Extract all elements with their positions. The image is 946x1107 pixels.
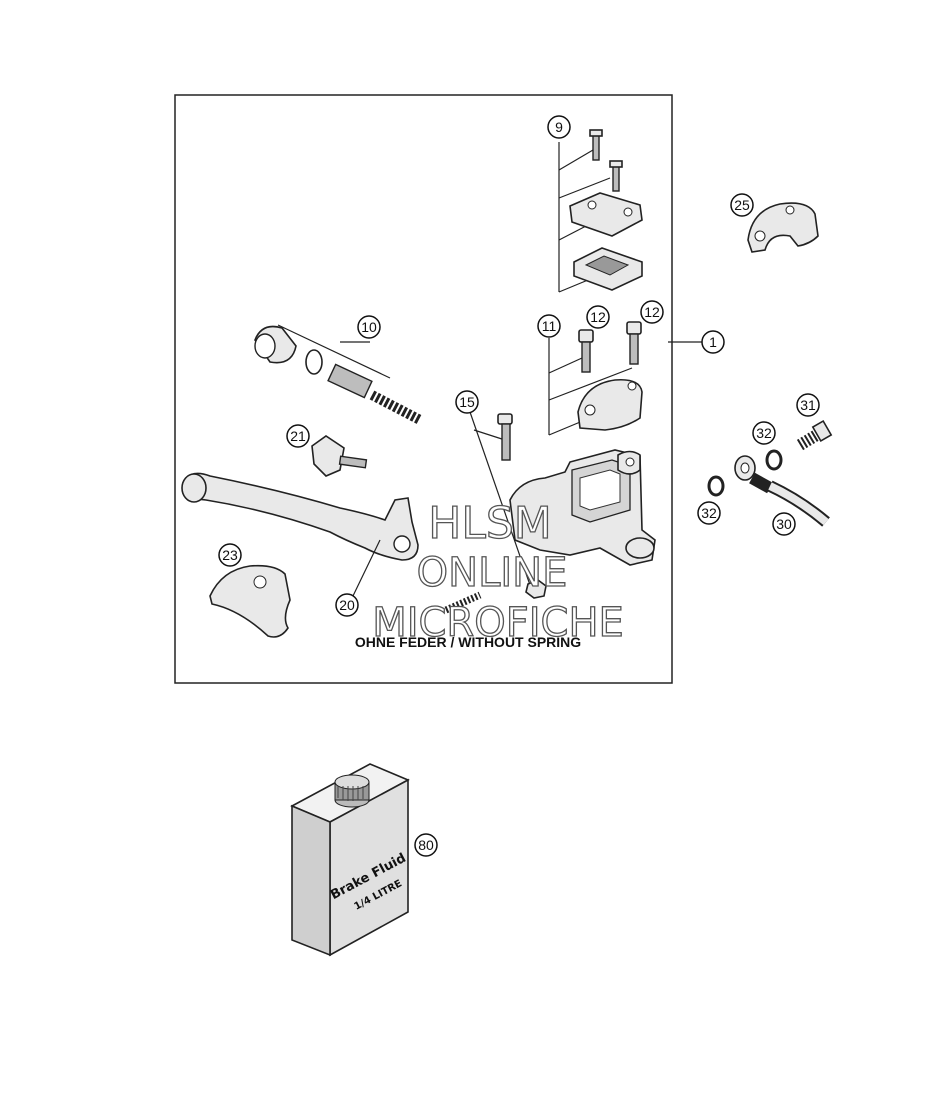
svg-text:15: 15: [459, 394, 475, 410]
spare-clamp-group: [747, 202, 819, 253]
watermark: HLSM ONLINE MICROFICHE: [372, 497, 625, 646]
master-cylinder-body: [509, 449, 656, 566]
lever-guard-group: [209, 564, 291, 638]
svg-text:32: 32: [701, 505, 717, 521]
callout-21: 21: [286, 424, 310, 448]
assembly-frame: [174, 94, 673, 684]
svg-text:HLSM: HLSM: [428, 498, 552, 549]
callout-32-lower: 32: [697, 501, 721, 525]
svg-text:11: 11: [542, 318, 557, 334]
svg-text:32: 32: [756, 425, 772, 441]
diagram-caption: OHNE FEDER / WITHOUT SPRING: [355, 634, 581, 650]
callout-25: 25: [730, 193, 754, 217]
svg-text:MICROFICHE: MICROFICHE: [372, 600, 624, 646]
callout-12-right: 12: [640, 300, 664, 324]
svg-text:10: 10: [361, 319, 377, 335]
svg-text:20: 20: [339, 597, 355, 613]
callout-9: 9: [547, 115, 571, 139]
svg-text:30: 30: [776, 516, 792, 532]
callout-32-upper: 32: [752, 421, 776, 445]
svg-text:31: 31: [800, 397, 816, 413]
callout-80: 80: [414, 833, 438, 857]
svg-text:23: 23: [222, 547, 238, 563]
pivot-bolt-group: [469, 411, 547, 599]
clamp-bolts-group: [548, 321, 643, 436]
svg-text:12: 12: [644, 304, 660, 320]
piston-kit-group: [254, 324, 423, 425]
brake-lever: [181, 472, 419, 599]
callout-12-left: 12: [586, 305, 610, 329]
callout-23: 23: [218, 543, 242, 567]
svg-text:9: 9: [555, 119, 563, 135]
svg-text:25: 25: [734, 197, 750, 213]
reservoir-cover-group: [558, 129, 643, 293]
callout-20: 20: [335, 593, 359, 617]
svg-text:80: 80: [418, 837, 434, 853]
adjuster-group: [311, 435, 368, 477]
callout-11: 11: [537, 314, 561, 338]
svg-text:21: 21: [290, 428, 306, 444]
brake-hose-group: [707, 419, 833, 527]
brake-fluid-bottle: Brake Fluid 1/4 LITRE: [290, 763, 410, 957]
callout-10: 10: [357, 315, 381, 339]
svg-text:ONLINE: ONLINE: [417, 550, 568, 596]
svg-text:1: 1: [709, 334, 717, 350]
callout-31: 31: [796, 393, 820, 417]
callout-15: 15: [455, 390, 479, 414]
callout-30: 30: [772, 512, 796, 536]
callout-1: 1: [701, 330, 725, 354]
svg-text:12: 12: [590, 309, 606, 325]
